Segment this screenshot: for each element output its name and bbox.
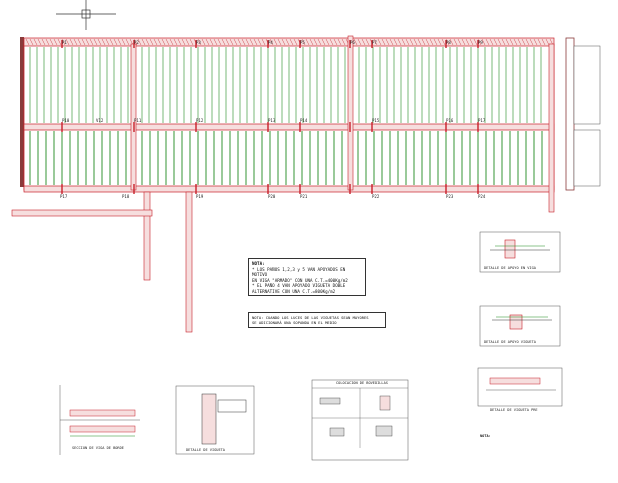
beam-label-top-3: P3 <box>196 40 201 45</box>
warning-line-2: SE ADICIONARÁ UNA SOPANDA EN EL MEDIO <box>252 320 337 325</box>
right-stair <box>565 37 575 191</box>
beam-label-top-6: P6 <box>350 40 355 45</box>
beam-label-mid-4: P12 <box>196 118 204 123</box>
detail-d <box>175 385 255 455</box>
vertical-beam-1 <box>130 43 137 191</box>
detail-title-3: DETALLE DE VIGUETA <box>186 448 225 452</box>
detail-title-2: DETALLE DE APOYO VIGUETA <box>484 340 536 344</box>
beam-label-mid-6: P14 <box>300 118 308 123</box>
crosshair-cursor <box>56 0 116 30</box>
notes-box: NOTA: * LOS PAÑOS 1,2,3 y 5 VAN APOYADOS… <box>248 258 366 296</box>
beam-label-bottom-2: P18 <box>122 194 130 199</box>
joists-upper <box>29 47 542 123</box>
beam-label-bottom-6: P22 <box>372 194 380 199</box>
notes-line-4: ALTERNATIVE CON UNA C.T.=800Kg/m2 <box>252 288 336 294</box>
detail-c <box>59 385 140 455</box>
beam-label-mid-2: V12 <box>96 118 104 123</box>
joists-lower <box>29 131 543 185</box>
beam-label-bottom-8: P24 <box>478 194 486 199</box>
notes-line-1: * LOS PAÑOS 1,2,3 y 5 VAN APOYADOS EN MO… <box>252 266 346 278</box>
beam-label-top-1: P1 <box>62 40 67 45</box>
detail-a <box>479 231 561 273</box>
middle-beam <box>23 123 555 131</box>
beam-label-top-9: P9 <box>478 40 483 45</box>
warning-line-1: NOTA: CUANDO LOS LUCES DE LAS VIGUETAS S… <box>252 315 369 320</box>
beam-label-top-8: P8 <box>446 40 451 45</box>
detail-e <box>311 379 409 461</box>
beam-label-bottom-4: P20 <box>268 194 276 199</box>
beam-label-bottom-7: P23 <box>446 194 454 199</box>
lower-left-beam <box>11 209 153 217</box>
detail-b <box>479 305 561 347</box>
top-beam <box>23 37 555 47</box>
bottom-beam <box>23 185 555 193</box>
vertical-beam-2 <box>347 35 354 191</box>
detail-title-5: COLOCACION DE BOVEDILLAS <box>336 381 388 385</box>
detail-title-4: SECCION DE VIGA DE BORDE <box>72 446 124 450</box>
beam-label-mid-9: P17 <box>478 118 486 123</box>
beam-label-bottom-5: P21 <box>300 194 308 199</box>
beam-label-mid-7: P15 <box>372 118 380 123</box>
vertical-beam-3 <box>548 43 555 213</box>
beam-label-top-2: P2 <box>134 40 139 45</box>
notes-line-3: * EL PAÑO 4 VAN APOYADO VIGUETA DOBLE <box>252 283 346 288</box>
beam-label-top-4: P4 <box>268 40 273 45</box>
beam-label-bottom-3: P19 <box>196 194 204 199</box>
floor-plan <box>23 35 601 213</box>
notes-heading: NOTA: <box>252 261 265 266</box>
detail-f <box>477 367 563 407</box>
detail-title-6: DETALLE DE VIGUETA PRE <box>490 408 538 412</box>
detail-title-7: NOTA: <box>480 434 491 438</box>
beam-label-mid-1: P10 <box>62 118 70 123</box>
lower-beam-b <box>185 191 193 333</box>
beam-label-bottom-1: P17 <box>60 194 68 199</box>
beam-label-top-7: P7 <box>372 40 377 45</box>
left-wall <box>20 37 24 187</box>
detail-title-1: DETALLE DE APOYO EN VIGA <box>484 266 536 270</box>
warning-box: NOTA: CUANDO LOS LUCES DE LAS VIGUETAS S… <box>248 312 386 328</box>
lower-beam-a <box>143 191 151 281</box>
beam-label-mid-3: P11 <box>134 118 142 123</box>
beam-label-mid-5: P13 <box>268 118 276 123</box>
notes-line-2: EN VIGA "ARMADO" CON UNA C.T.=400Kg/m2 <box>252 277 348 283</box>
beam-label-top-5: P5 <box>300 40 305 45</box>
beam-label-mid-8: P16 <box>446 118 454 123</box>
